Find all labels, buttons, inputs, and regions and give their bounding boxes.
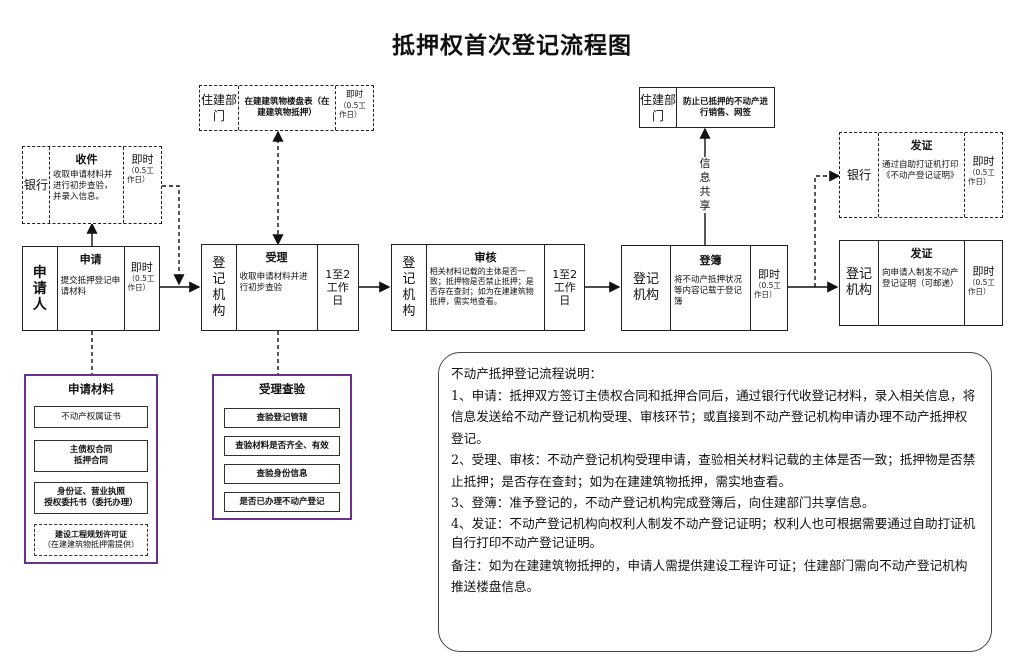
issue-bank-who: 银行 [846, 168, 871, 182]
materials-panel: 申请材料 不动产权属证书 主债权合同 抵押合同 身份证、营业执照 授权委托书（委… [24, 374, 158, 564]
review-head: 审核 [474, 251, 497, 264]
receive-time: 即时 [131, 153, 154, 166]
materials-dashed-item: 建设工程规划许可证 （在建建筑物抵押需提供） [34, 524, 148, 556]
housing1-box: 住建部门 在建建筑物楼盘表（在建建筑物抵押） 即时 （0.5工作日） [199, 85, 374, 131]
record-who: 登记机构 [632, 272, 659, 303]
apply-who: 申请人 [32, 264, 47, 313]
review-box: 登记机构 审核 相关材料记载的主体是否一致；抵押物是否禁止抵押；是否存在查封；如… [391, 244, 585, 331]
materials-title: 申请材料 [68, 382, 114, 396]
issue-who: 登记机构 [845, 267, 872, 298]
note-title: 不动产抵押登记流程说明： [451, 366, 603, 381]
accept-box: 登记机构 受理 收取申请材料并进行初步查验 1至2工作日 [201, 244, 359, 331]
share-label: 信 息 共 享 [690, 157, 720, 213]
review-desc: 相关材料记载的主体是否一致；抵押物是否禁止抵押；是否存在查封；如为在建建筑物抵押… [429, 267, 534, 306]
apply-desc: 提交抵押登记申请材料 [60, 276, 121, 297]
materials-dashed-note: （在建建筑物抵押需提供） [43, 540, 139, 549]
housing1-time-note: （0.5工作日） [339, 101, 366, 119]
share-label-char: 共 [699, 185, 711, 198]
issue-bank-head: 发证 [910, 139, 933, 152]
housing1-desc: 在建建筑物楼盘表（在建建筑物抵押） [238, 86, 335, 130]
housing2-desc: 防止已抵押的不动产进行销售、网签 [676, 88, 774, 127]
receive-box: 银行 收件 收取申请材料并进行初步查验，并录入信息。 即时 （0.5工作日） [22, 146, 162, 224]
accept-head: 受理 [265, 251, 288, 264]
accept-time: 1至2工作日 [316, 245, 359, 330]
note-paragraph: 2、受理、审核：不动产登记机构受理申请，查验相关材料记载的主体是否一致；抵押物是… [451, 452, 976, 489]
note-paragraph: 4、发证：不动产登记机构向权利人制发不动产登记证明；权利人也可根据需要通过自助打… [451, 515, 976, 550]
arrow-record-bankissue [814, 170, 841, 287]
issue-bank-time-note: （0.5工作日） [968, 168, 995, 186]
apply-box: 申请人 申请 提交抵押登记申请材料 即时 （0.5工作日） [22, 246, 160, 331]
record-head: 登簿 [699, 254, 722, 267]
checks-title: 受理查验 [259, 382, 305, 396]
checks-item: 查验登记管辖 [224, 408, 340, 428]
note-paragraph: 3、登簿：准予登记的，不动产登记机构完成登簿后，向住建部门共享信息。 [451, 495, 875, 510]
accept-who: 登记机构 [212, 255, 226, 319]
issue-head: 发证 [910, 247, 933, 260]
issue-time-note: （0.5工作日） [968, 278, 995, 296]
materials-item: 身份证、营业执照 授权委托书（委托办理） [34, 482, 148, 514]
housing1-who: 住建部门 [200, 93, 237, 123]
receive-desc: 收取申请材料并进行初步查验，并录入信息。 [53, 170, 113, 202]
materials-item: 主债权合同 抵押合同 [34, 440, 148, 472]
housing2-who: 住建部门 [640, 92, 677, 123]
share-label-char: 享 [699, 199, 711, 212]
share-label-char: 信 [699, 157, 711, 170]
checks-item: 查验材料是否齐全、有效 [224, 436, 340, 456]
apply-time-note: （0.5工作日） [127, 274, 155, 292]
share-label-char: 息 [699, 171, 711, 184]
checks-item: 是否已办理不动产登记 [224, 492, 340, 512]
record-box: 登记机构 登簿 将不动产抵押状况等内容记载于登记簿 即时 （0.5工作日） [621, 245, 788, 331]
note-paragraph: 备注：如为在建建筑物抵押的，申请人需提供建设工程许可证；住建部门需向不动产登记机… [451, 557, 968, 595]
issue-desc: 向申请人制发不动产登记证明（可邮递） [882, 268, 959, 289]
note-paragraph: 1、申请：抵押双方签订主债权合同和抵押合同后，通过银行代收登记材料，录入相关信息… [451, 387, 976, 446]
materials-item: 不动产权属证书 [34, 406, 148, 428]
page-title: 抵押权首次登记流程图 [392, 33, 632, 59]
record-desc: 将不动产抵押状况等内容记载于登记簿 [674, 275, 743, 307]
issue-bank-desc: 通过自助打证机打印《不动产登记证明》 [882, 160, 959, 181]
apply-time: 即时 [130, 261, 153, 274]
issue-bank-time: 即时 [972, 155, 995, 168]
receive-time-note: （0.5工作日） [127, 166, 154, 184]
review-time: 1至2工作日 [544, 245, 584, 330]
receive-head: 收件 [75, 153, 98, 166]
issue-bank-box: 银行 发证 通过自助打证机打印《不动产登记证明》 即时 （0.5工作日） [839, 132, 1003, 218]
review-who: 登记机构 [402, 255, 416, 319]
issue-time: 即时 [972, 265, 995, 278]
apply-head: 申请 [79, 253, 102, 266]
record-time: 即时 [758, 268, 780, 281]
housing1-time: 即时 [345, 90, 363, 100]
accept-desc: 收取申请材料并进行初步查验 [239, 272, 308, 293]
record-time-note: （0.5工作日） [754, 281, 781, 299]
checks-item: 查验身份信息 [224, 464, 340, 484]
process-note: 不动产抵押登记流程说明： 1、申请：抵押双方签订主债权合同和抵押合同后，通过银行… [438, 352, 992, 652]
housing2-box: 住建部门 防止已抵押的不动产进行销售、网签 [639, 87, 775, 128]
receive-who: 银行 [23, 178, 48, 192]
materials-dashed-label: 建设工程规划许可证 [55, 530, 127, 539]
checks-panel: 受理查验 查验登记管辖 查验材料是否齐全、有效 查验身份信息 是否已办理不动产登… [212, 374, 352, 520]
issue-box: 登记机构 发证 向申请人制发不动产登记证明（可邮递） 即时 （0.5工作日） [839, 240, 1003, 326]
arrow-receive-accept [162, 185, 185, 286]
